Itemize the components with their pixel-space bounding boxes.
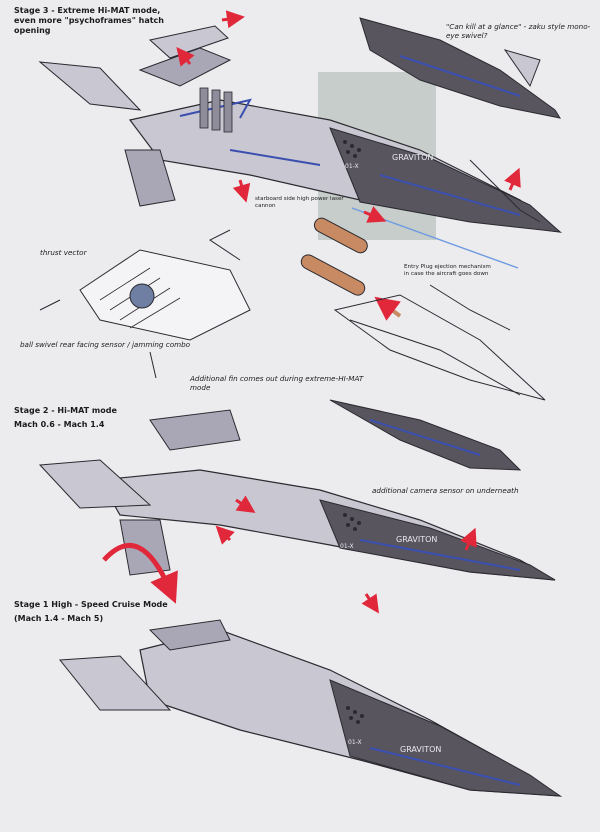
camera-note: additional camera sensor on underneath (372, 486, 519, 495)
additional-fin-note: Additional fin comes out during extreme-… (190, 374, 364, 392)
hull-designation-stage1: 01-X (348, 739, 362, 746)
stage1-speed: (Mach 1.4 - Mach 5) (14, 614, 104, 623)
stage2-title: Stage 2 - Hi-MAT mode (14, 406, 117, 415)
hull-designation-stage2: 01-X (340, 543, 354, 550)
zaku-note: "Can kill at a glance" - zaku style mono… (446, 22, 591, 40)
hull-brand-stage1: GRAVITON (400, 745, 441, 754)
stage1-aircraft (59, 619, 563, 797)
ball-swivel-note: ball swivel rear facing sensor / jamming… (20, 340, 191, 349)
stage3-aircraft (38, 10, 563, 269)
stage1-title: Stage 1 High - Speed Cruise Mode (14, 600, 168, 609)
entry-plug-note: Entry Plug ejection mechanism in case th… (404, 264, 491, 277)
mono-eye-side-view (359, 17, 562, 223)
hull-brand-stage3: GRAVITON (392, 153, 433, 162)
stage2-aircraft (38, 399, 556, 614)
entry-plugs (300, 217, 402, 321)
hull-designation-stage3: 01-X (345, 163, 359, 170)
hull-brand-stage2: GRAVITON (396, 535, 437, 544)
thrust-vector-label: thrust vector (40, 248, 87, 257)
stage3-title: Stage 3 - Extreme Hi-MAT mode, even more… (14, 6, 164, 35)
thrust-vector-sketch (39, 229, 251, 379)
laser-note: starboard side high power laser cannon (255, 196, 344, 209)
stage2-speed: Mach 0.6 - Mach 1.4 (14, 420, 105, 429)
wireframe-sketch (333, 284, 546, 401)
